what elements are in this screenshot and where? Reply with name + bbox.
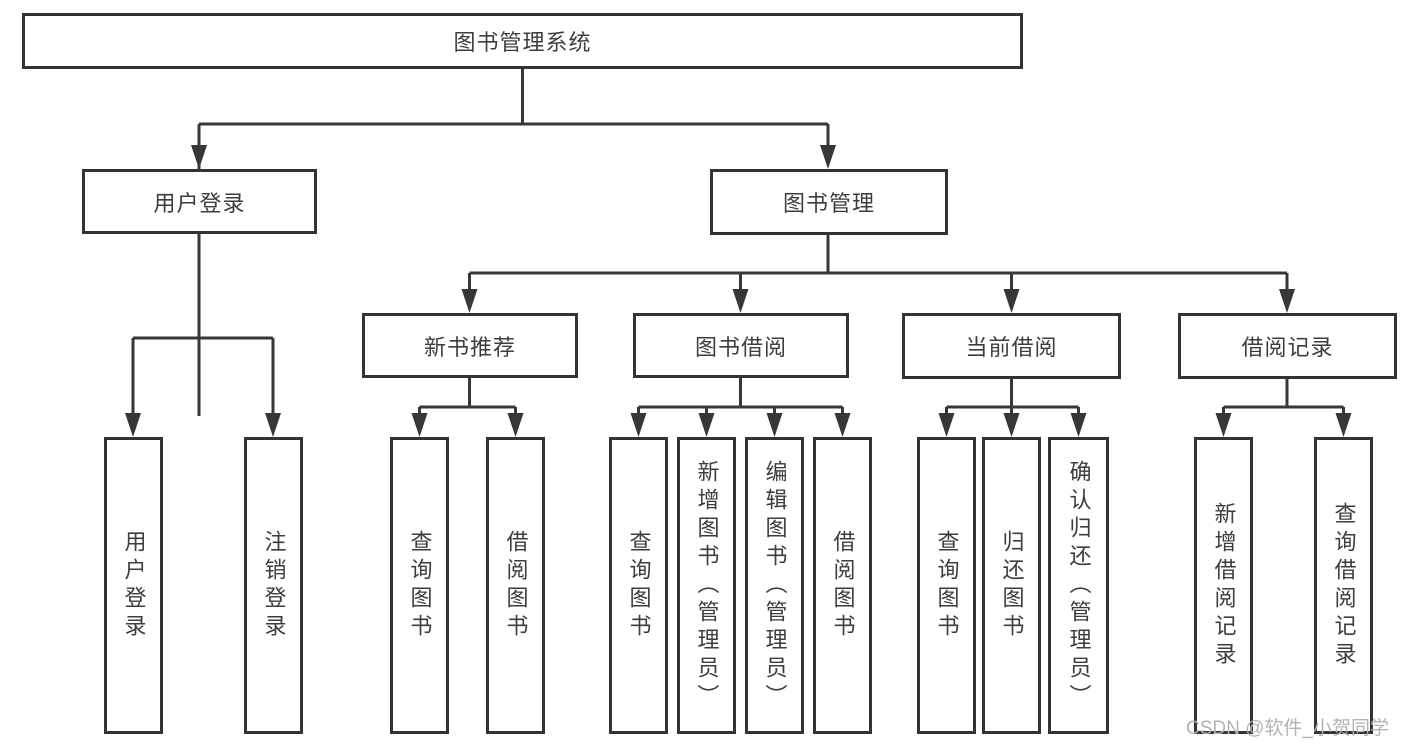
- leaf-add-book-admin: 新增图书（管理员）: [677, 437, 736, 734]
- leaf-borrow-book-borrowing: 借阅图书: [813, 437, 872, 734]
- leaf-query-borrow-record: 查询借阅记录: [1314, 437, 1373, 734]
- leaf-query-book-current: 查询图书: [917, 437, 976, 734]
- leaf-query-book-borrowing: 查询图书: [609, 437, 668, 734]
- node-label: 图书管理: [782, 191, 875, 216]
- node-label: 借阅记录: [1241, 335, 1334, 360]
- leaf-return-book: 归还图书: [982, 437, 1041, 734]
- leaf-label: 注销登录: [261, 529, 287, 642]
- node-user-login: 用户登录: [82, 169, 317, 234]
- leaf-label: 查询图书: [626, 529, 652, 642]
- leaf-label: 查询图书: [934, 529, 960, 642]
- leaf-add-borrow-record: 新增借阅记录: [1194, 437, 1253, 734]
- leaf-label: 查询图书: [407, 529, 433, 642]
- node-label: 用户登录: [153, 190, 246, 216]
- node-label: 新书推荐: [423, 334, 516, 360]
- node-label: 图书管理系统: [453, 30, 592, 55]
- node-book-borrowing: 图书借阅: [633, 313, 849, 378]
- leaf-label: 编辑图书（管理员）: [762, 459, 788, 712]
- leaf-confirm-return-admin: 确认归还（管理员）: [1048, 437, 1109, 734]
- node-book-management: 图书管理: [710, 169, 948, 235]
- node-new-book-recommend: 新书推荐: [362, 313, 578, 378]
- leaf-label: 归还图书: [999, 529, 1025, 642]
- leaf-user-login: 用户登录: [104, 437, 163, 734]
- node-label: 当前借阅: [965, 335, 1058, 360]
- node-label: 图书借阅: [694, 334, 787, 360]
- leaf-label: 新增图书（管理员）: [694, 459, 720, 712]
- leaf-label: 新增借阅记录: [1211, 501, 1237, 670]
- leaf-label: 查询借阅记录: [1331, 501, 1357, 670]
- node-current-borrowing: 当前借阅: [902, 313, 1121, 379]
- leaf-label: 确认归还（管理员）: [1066, 459, 1092, 712]
- node-library-management-system: 图书管理系统: [22, 13, 1023, 69]
- leaf-label: 借阅图书: [503, 529, 529, 642]
- leaf-label: 借阅图书: [830, 529, 856, 642]
- leaf-logout-login: 注销登录: [244, 437, 303, 734]
- leaf-borrow-book-recommend: 借阅图书: [486, 437, 545, 734]
- node-borrowing-records: 借阅记录: [1178, 313, 1397, 379]
- leaf-label: 用户登录: [121, 529, 147, 642]
- leaf-edit-book-admin: 编辑图书（管理员）: [745, 437, 804, 734]
- leaf-query-book-recommend: 查询图书: [390, 437, 449, 734]
- csdn-watermark: CSDN @软件_小贺同学: [1186, 718, 1389, 739]
- arrowheads: [125, 145, 1352, 437]
